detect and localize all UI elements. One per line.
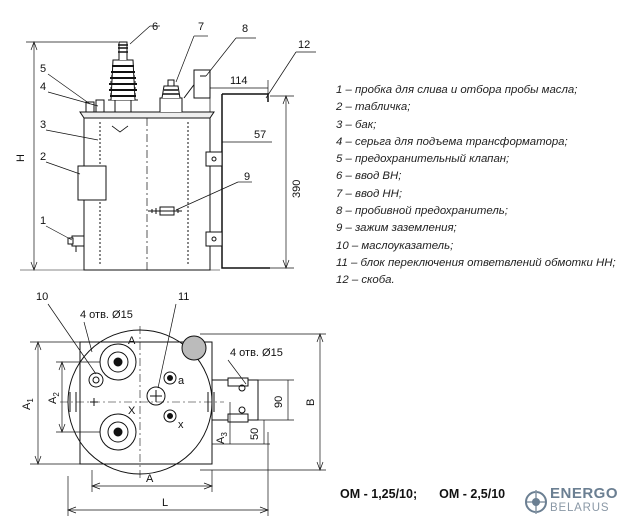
- dim-90-label: 90: [273, 396, 285, 408]
- energo-belarus-logo: ENERGO BELARUS: [524, 485, 632, 519]
- holes-right-label: 4 отв. Ø15: [230, 347, 283, 359]
- dim-H: [26, 41, 118, 271]
- drain-plug: [67, 235, 85, 252]
- dim-114-label: 114: [230, 75, 248, 87]
- dim-A3-label: A3: [215, 432, 229, 444]
- callout-4: 4: [40, 81, 46, 93]
- legend-item: 9 – зажим заземления;: [336, 222, 457, 235]
- callout-3: 3: [40, 119, 46, 131]
- legend-item: 2 – табличка;: [336, 101, 411, 114]
- lv-bushing: [159, 79, 183, 112]
- dim-B-label: B: [305, 399, 317, 406]
- dim-L-label: L: [162, 497, 168, 509]
- callout-leaders: [45, 25, 316, 241]
- callout-5: 5: [40, 63, 46, 75]
- dim-114: [209, 80, 269, 112]
- oil-indicator: [88, 372, 104, 388]
- model-name: ОМ - 2,5/10: [439, 487, 506, 501]
- terminal-a: [163, 371, 177, 385]
- holes-left-label: 4 отв. Ø15: [80, 309, 133, 321]
- legend-item: 12 – скоба.: [336, 274, 395, 287]
- safety-valve: [85, 101, 95, 113]
- parts-legend: 1 – пробка для слива и отбора пробы масл…: [336, 82, 632, 290]
- dim-A1: [30, 341, 80, 465]
- callout-11: 11: [178, 291, 189, 303]
- dim-A2-label: A2: [47, 392, 61, 404]
- legend-item: 11 – блок переключения ответвлений обмот…: [336, 256, 616, 269]
- letter-a: a: [178, 375, 185, 387]
- plan-bracket: [212, 377, 259, 423]
- plan-leaders: [47, 303, 247, 389]
- callout-10: 10: [36, 291, 48, 303]
- legend-item: 5 – предохранительный клапан;: [336, 153, 510, 166]
- spark-gap: [183, 69, 211, 99]
- legend-item: 6 – ввод ВН;: [336, 170, 402, 183]
- dim-A2: [56, 361, 100, 433]
- grounding-clamp: [148, 206, 182, 216]
- plan-view: [30, 303, 326, 516]
- dim-A-label: A: [146, 473, 154, 485]
- legend-item: 7 – ввод НН;: [336, 187, 403, 200]
- legend-item: 4 – серьга для подъема трансформатора;: [336, 135, 568, 148]
- side-view: [20, 25, 316, 271]
- bracket: [205, 93, 270, 269]
- tank-lid: [79, 111, 215, 119]
- model-name: ОМ - 1,25/10;: [340, 487, 418, 501]
- plan-spark-gap: [181, 335, 207, 361]
- legend-item: 1 – пробка для слива и отбора пробы масл…: [336, 84, 578, 96]
- dim-390-label: 390: [291, 180, 303, 198]
- dim-390: [270, 95, 294, 269]
- dim-A1-label: A1: [21, 398, 35, 410]
- callout-12: 12: [298, 39, 310, 51]
- callout-8: 8: [242, 23, 248, 35]
- callout-2: 2: [40, 151, 46, 163]
- callout-6: 6: [152, 21, 158, 33]
- dim-L: [67, 432, 269, 516]
- side-view-labels: 6 7 8 12 5 4 3 2 1 9 H 114 57 390: [15, 21, 310, 227]
- lifting-lug: [95, 99, 105, 112]
- dim-50-label: 50: [249, 428, 261, 440]
- callout-9: 9: [244, 171, 250, 183]
- logo-line-1: ENERGO: [550, 485, 619, 502]
- dim-57-label: 57: [254, 129, 266, 141]
- letter-x: x: [178, 419, 184, 431]
- legend-item: 3 – бак;: [336, 118, 377, 131]
- nameplate: [77, 165, 107, 201]
- logo-line-2: BELARUS: [550, 502, 610, 514]
- dim-50: [212, 420, 270, 445]
- terminal-x: [163, 409, 177, 423]
- dim-B: [200, 333, 326, 471]
- logo-mark-icon: [525, 490, 547, 514]
- legend-item: 10 – маслоуказатель;: [336, 239, 454, 252]
- tap-switch: [146, 386, 166, 406]
- letter-A-top: A: [128, 335, 136, 347]
- callout-1: 1: [40, 215, 46, 227]
- legend-item: 8 – пробивной предохранитель;: [336, 205, 508, 218]
- dim-H-label: H: [15, 154, 27, 162]
- letter-X: X: [128, 405, 136, 417]
- dim-A: [91, 470, 213, 492]
- model-names: ОМ - 1,25/10; ОМ - 2,5/10: [340, 487, 527, 501]
- callout-7: 7: [198, 21, 204, 33]
- hv-bushing: [108, 41, 138, 113]
- plan-view-labels: 10 11 4 отв. Ø15 4 отв. Ø15 A X a x A1 A…: [21, 291, 317, 509]
